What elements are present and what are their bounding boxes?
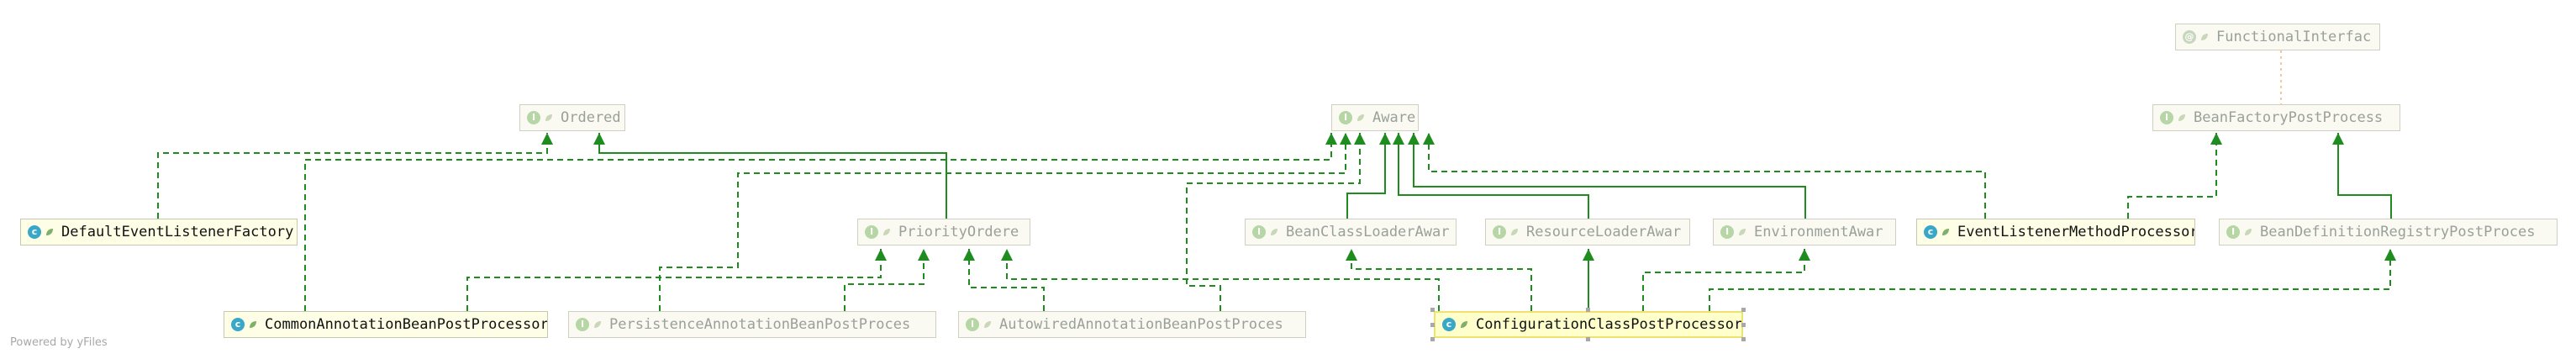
node-label: PersistenceAnnotationBeanPostProces <box>609 316 911 333</box>
interface-icon: I <box>2160 111 2173 124</box>
node-environment-aware[interactable]: I EnvironmentAwar <box>1713 219 1896 245</box>
node-configuration-class-post-processor[interactable]: c ConfigurationClassPostProcessor <box>1434 311 1743 338</box>
node-label: EventListenerMethodProcessor <box>1957 224 2195 240</box>
edge-resourceloaderaware-extends-aware <box>1393 133 1589 219</box>
resize-handle[interactable] <box>1741 337 1746 341</box>
interface-icon: I <box>2226 225 2240 239</box>
edge-defaultlistenerfactory-implements-ordered <box>157 133 553 219</box>
interface-icon: I <box>576 318 589 331</box>
class-icon: c <box>28 225 41 239</box>
interface-icon: I <box>1493 225 1506 239</box>
node-event-listener-method-processor[interactable]: c EventListenerMethodProcessor <box>1916 219 2195 245</box>
node-label: Aware <box>1372 109 1416 126</box>
interface-icon: I <box>865 225 878 239</box>
resize-handle[interactable] <box>1741 323 1746 327</box>
node-label: CommonAnnotationBeanPostProcessor <box>265 316 548 333</box>
node-label: FunctionalInterfac <box>2216 29 2372 45</box>
edge-common-implements-priorityordered <box>466 249 887 311</box>
edge-priorityordered-extends-ordered <box>593 133 947 219</box>
edge-persistence-implements-aware <box>659 133 1351 311</box>
leaf-icon <box>594 321 601 328</box>
resize-handle[interactable] <box>1586 337 1590 341</box>
interface-icon: I <box>1720 225 1734 239</box>
leaf-icon <box>1942 229 1949 235</box>
node-label: PriorityOrdere <box>898 224 1019 240</box>
node-label: Ordered <box>561 109 621 126</box>
node-common-annotation-bean-post-processor[interactable]: c CommonAnnotationBeanPostProcessor <box>224 311 548 338</box>
leaf-icon <box>883 229 890 235</box>
node-label: ConfigurationClassPostProcessor <box>1476 316 1743 333</box>
edge-configclass-implements-environmentaware <box>1642 249 1810 311</box>
leaf-icon <box>1357 114 1364 121</box>
resize-handle[interactable] <box>1430 337 1435 341</box>
leaf-icon <box>1271 229 1277 235</box>
node-label: BeanDefinitionRegistryPostProces <box>2260 224 2536 240</box>
leaf-icon <box>1511 229 1518 235</box>
leaf-icon <box>46 229 53 235</box>
leaf-icon <box>545 114 552 121</box>
class-icon: c <box>231 318 245 331</box>
edge-bdrpp-extends-bfpp <box>2332 133 2392 219</box>
edge-configclass-implements-priorityordered <box>1001 249 1440 311</box>
node-autowired-annotation-bean-post-proces[interactable]: I AutowiredAnnotationBeanPostProces <box>958 311 1306 338</box>
leaf-icon <box>1461 321 1467 328</box>
edge-eventlistener-implements-bfpp <box>2127 133 2222 219</box>
resize-handle[interactable] <box>1741 308 1746 312</box>
class-icon: c <box>1442 318 1456 331</box>
edge-eventlistener-implements-aware <box>1423 133 1986 219</box>
node-ordered[interactable]: I Ordered <box>519 104 625 131</box>
edge-autowired-implements-priorityordered <box>963 249 1045 311</box>
node-bean-class-loader-aware[interactable]: I BeanClassLoaderAwar <box>1245 219 1457 245</box>
node-bean-factory-post-process[interactable]: I BeanFactoryPostProcess <box>2152 104 2400 131</box>
resize-handle[interactable] <box>1430 323 1435 327</box>
node-priority-ordered[interactable]: I PriorityOrdere <box>857 219 1030 245</box>
resize-handle[interactable] <box>1430 308 1435 312</box>
leaf-icon <box>250 321 256 328</box>
edge-configclass-implements-bdrpp <box>1709 249 2396 311</box>
edge-beanclassloaderaware-extends-aware <box>1346 133 1391 219</box>
node-label: BeanClassLoaderAwar <box>1286 224 1450 240</box>
node-label: EnvironmentAwar <box>1754 224 1883 240</box>
node-persistence-annotation-bean-post-proces[interactable]: I PersistenceAnnotationBeanPostProces <box>568 311 936 338</box>
node-resource-loader-aware[interactable]: I ResourceLoaderAwar <box>1485 219 1690 245</box>
leaf-icon <box>984 321 991 328</box>
edge-configclass-implements-beanclassloaderaware <box>1346 249 1532 311</box>
leaf-icon <box>2201 34 2208 40</box>
node-label: DefaultEventListenerFactory <box>61 224 294 240</box>
resize-handle[interactable] <box>1586 308 1590 312</box>
interface-icon: I <box>966 318 979 331</box>
node-label: BeanFactoryPostProcess <box>2194 109 2384 126</box>
powered-by-watermark: Powered by yFiles <box>10 336 108 349</box>
annotation-icon: @ <box>2183 30 2196 44</box>
edge-common-implements-aware <box>304 133 1337 311</box>
interface-icon: I <box>1252 225 1266 239</box>
node-label: AutowiredAnnotationBeanPostProces <box>999 316 1283 333</box>
node-aware[interactable]: I Aware <box>1331 104 1419 131</box>
node-label: ResourceLoaderAwar <box>1526 224 1682 240</box>
leaf-icon <box>1739 229 1746 235</box>
leaf-icon <box>2245 229 2252 235</box>
edge-environmentaware-extends-aware <box>1408 133 1806 219</box>
node-bean-definition-registry-post-process[interactable]: I BeanDefinitionRegistryPostProces <box>2219 219 2558 245</box>
edge-autowired-implements-aware <box>1186 133 1366 311</box>
interface-icon: I <box>1339 111 1352 124</box>
interface-icon: I <box>527 111 540 124</box>
leaf-icon <box>2178 114 2185 121</box>
edge-persistence-implements-priorityordered <box>844 249 930 311</box>
node-functional-interface[interactable]: @ FunctionalInterfac <box>2175 24 2380 50</box>
node-default-event-listener-factory[interactable]: c DefaultEventListenerFactory <box>20 219 298 245</box>
class-icon: c <box>1924 225 1937 239</box>
